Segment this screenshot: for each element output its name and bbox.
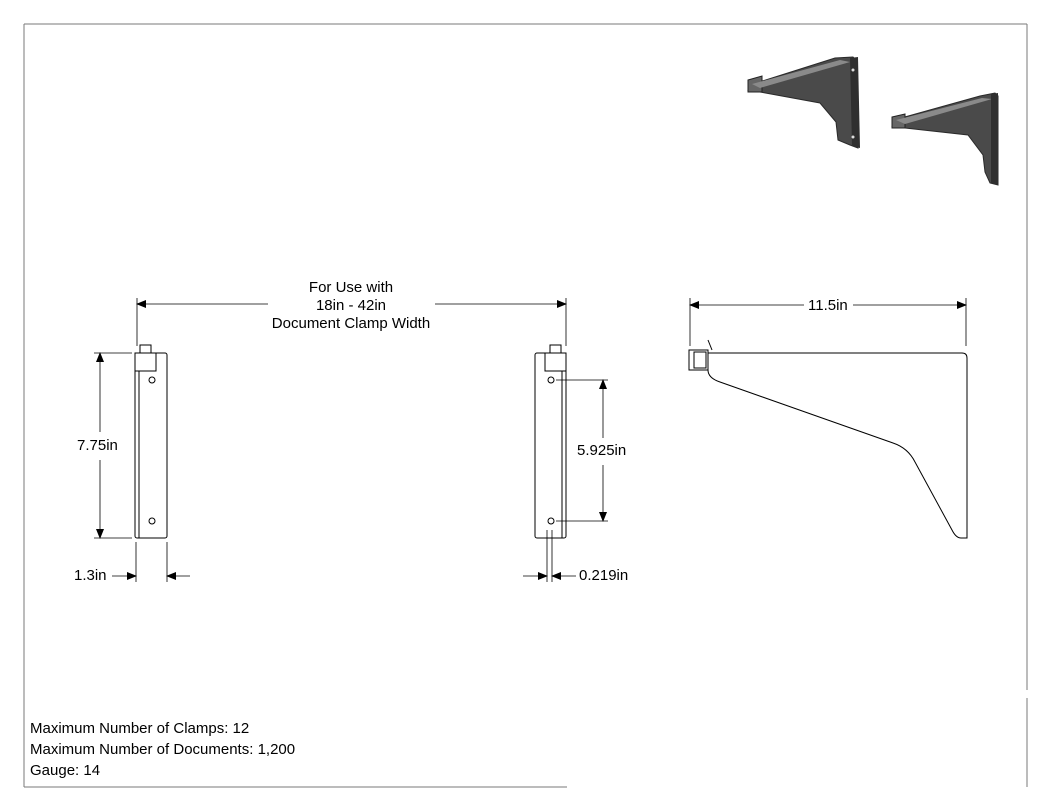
span-dimension xyxy=(136,298,567,346)
clamp-width-line-2: 18in - 42in xyxy=(315,297,387,314)
clamp-width-line-1: For Use with xyxy=(308,279,394,296)
hole-spacing-dimension xyxy=(556,379,608,522)
depth-label: 11.5in xyxy=(808,297,848,314)
depth-dimension xyxy=(689,298,967,346)
clamp-width-line-3: Document Clamp Width xyxy=(271,315,431,332)
height-dimension xyxy=(94,352,132,539)
max-documents-note: Maximum Number of Documents: 1,200 xyxy=(30,741,296,758)
clamp-width-label: For Use with 18in - 42in Document Clamp … xyxy=(266,279,436,333)
bracket-side-view xyxy=(688,339,968,539)
width-dimension xyxy=(112,542,190,582)
side-height-label: 7.75in xyxy=(77,437,118,454)
bracket-front-view-left xyxy=(134,344,168,539)
bracket-render-small xyxy=(891,92,999,186)
hole-spacing-label: 5.925in xyxy=(577,442,627,459)
thickness-dimension xyxy=(523,530,576,582)
max-clamps-note: Maximum Number of Clamps: 12 xyxy=(30,720,250,737)
spec-notes: Maximum Number of Clamps: 12 Maximum Num… xyxy=(30,718,295,781)
sheet-border xyxy=(23,23,1028,788)
thickness-label: 0.219in xyxy=(579,567,629,584)
side-width-label: 1.3in xyxy=(74,567,107,584)
bracket-front-view-right xyxy=(534,344,567,539)
bracket-render-large xyxy=(747,56,860,149)
gauge-note: Gauge: 14 xyxy=(30,762,101,779)
